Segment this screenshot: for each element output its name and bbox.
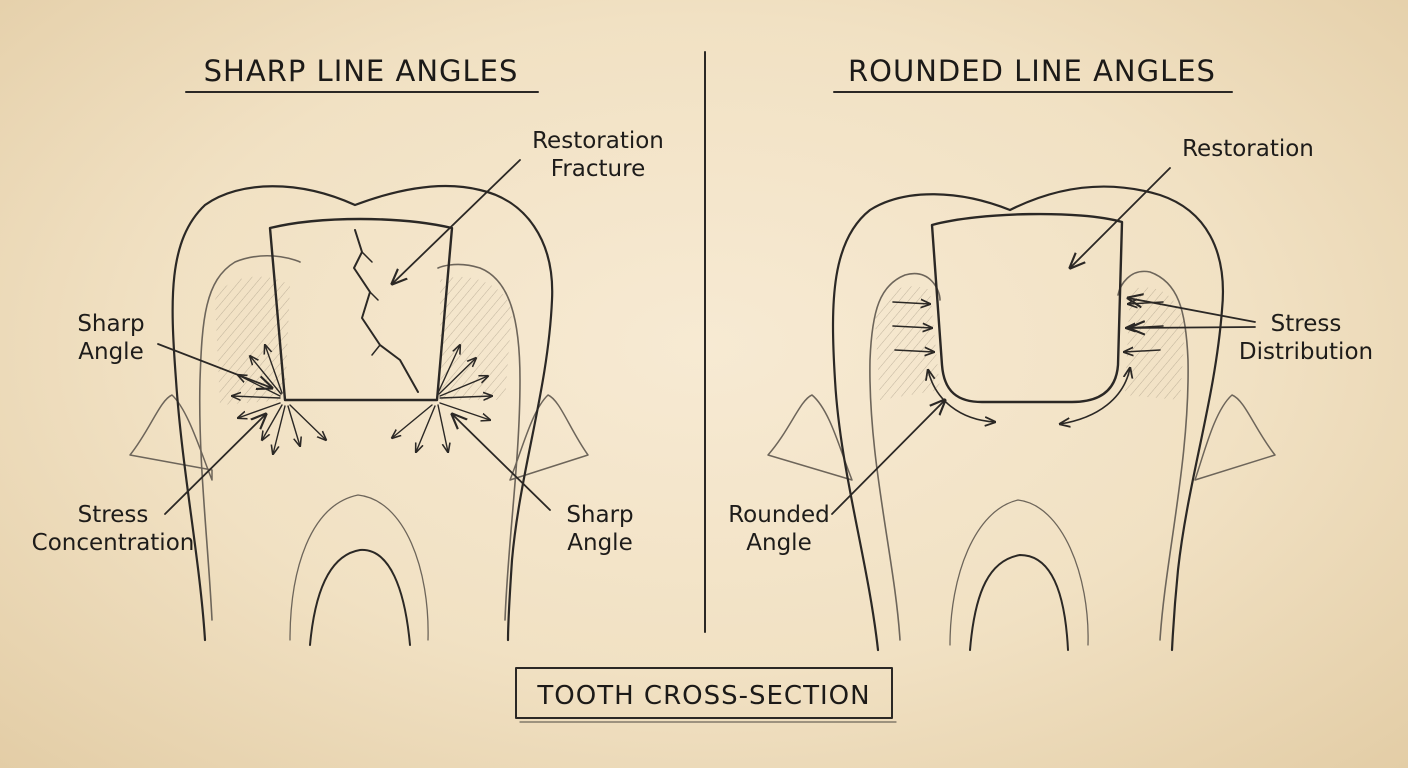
curved-arrow-left-corner [928, 370, 995, 422]
left-restoration [268, 217, 454, 402]
caption-text: TOOTH CROSS-SECTION [536, 681, 870, 711]
label-restoration-fracture-line1: Restoration [532, 128, 664, 154]
leader-stress-distribution-a [1128, 298, 1256, 323]
label-stress-concentration-line1: Stress [78, 502, 149, 528]
right-dentin-shade-right [1125, 287, 1185, 400]
curved-arrow-right-corner [1060, 368, 1130, 424]
label-restoration-fracture-line2: Fracture [551, 156, 645, 182]
left-panel: SHARP LINE ANGLES [32, 54, 664, 646]
right-tooth-outline [831, 185, 1224, 652]
leader-stress-distribution-b [1130, 327, 1256, 328]
right-enamel-line-left [869, 272, 941, 641]
leader-sharp-angle-right [452, 414, 551, 511]
leader-restoration-fracture [392, 159, 521, 284]
leader-stress-concentration [164, 414, 266, 515]
footer-caption-box: TOOTH CROSS-SECTION [515, 667, 897, 723]
right-panel: ROUNDED LINE ANGLES [728, 54, 1373, 652]
right-root-line [949, 499, 1089, 646]
stress-arrows-right-corner [392, 345, 492, 452]
restoration-crack [353, 229, 419, 393]
right-dentin-shade-left [875, 286, 940, 400]
left-tooth [129, 184, 589, 646]
right-enamel-line-right [1117, 270, 1189, 641]
distribution-arrows-left [892, 302, 934, 352]
right-panel-title: ROUNDED LINE ANGLES [848, 54, 1216, 88]
left-enamel-line-left [198, 254, 301, 621]
left-gum-right [509, 394, 589, 481]
left-tooth-outline [171, 184, 554, 642]
label-stress-concentration-line2: Concentration [32, 530, 195, 556]
right-tooth [767, 185, 1276, 652]
label-stress-distribution-line1: Stress [1271, 311, 1342, 337]
left-root-line [289, 494, 429, 641]
label-rounded-angle-line2: Angle [746, 530, 811, 556]
label-restoration: Restoration [1182, 136, 1314, 162]
label-stress-distribution-line2: Distribution [1239, 339, 1373, 365]
left-pulp-canal [309, 548, 411, 646]
label-sharp-angle-left-line2: Angle [78, 339, 143, 365]
leader-rounded-angle [831, 400, 945, 515]
leader-sharp-angle-left [157, 343, 272, 388]
leader-restoration [1070, 167, 1171, 268]
label-sharp-angle-right-line1: Sharp [566, 502, 633, 528]
left-gum-left [129, 394, 213, 481]
crack-branches [361, 251, 381, 356]
label-sharp-angle-left-line1: Sharp [77, 311, 144, 337]
label-sharp-angle-right-line2: Angle [567, 530, 632, 556]
right-restoration [930, 212, 1124, 404]
caption-frame [515, 667, 893, 719]
right-gum-right [1194, 394, 1276, 481]
right-gum-left [767, 394, 853, 481]
label-rounded-angle-line1: Rounded [728, 502, 830, 528]
right-pulp-canal [969, 554, 1069, 651]
left-dentin-shade-right [440, 276, 512, 400]
left-enamel-line-right [437, 263, 521, 621]
left-panel-title: SHARP LINE ANGLES [204, 54, 519, 88]
